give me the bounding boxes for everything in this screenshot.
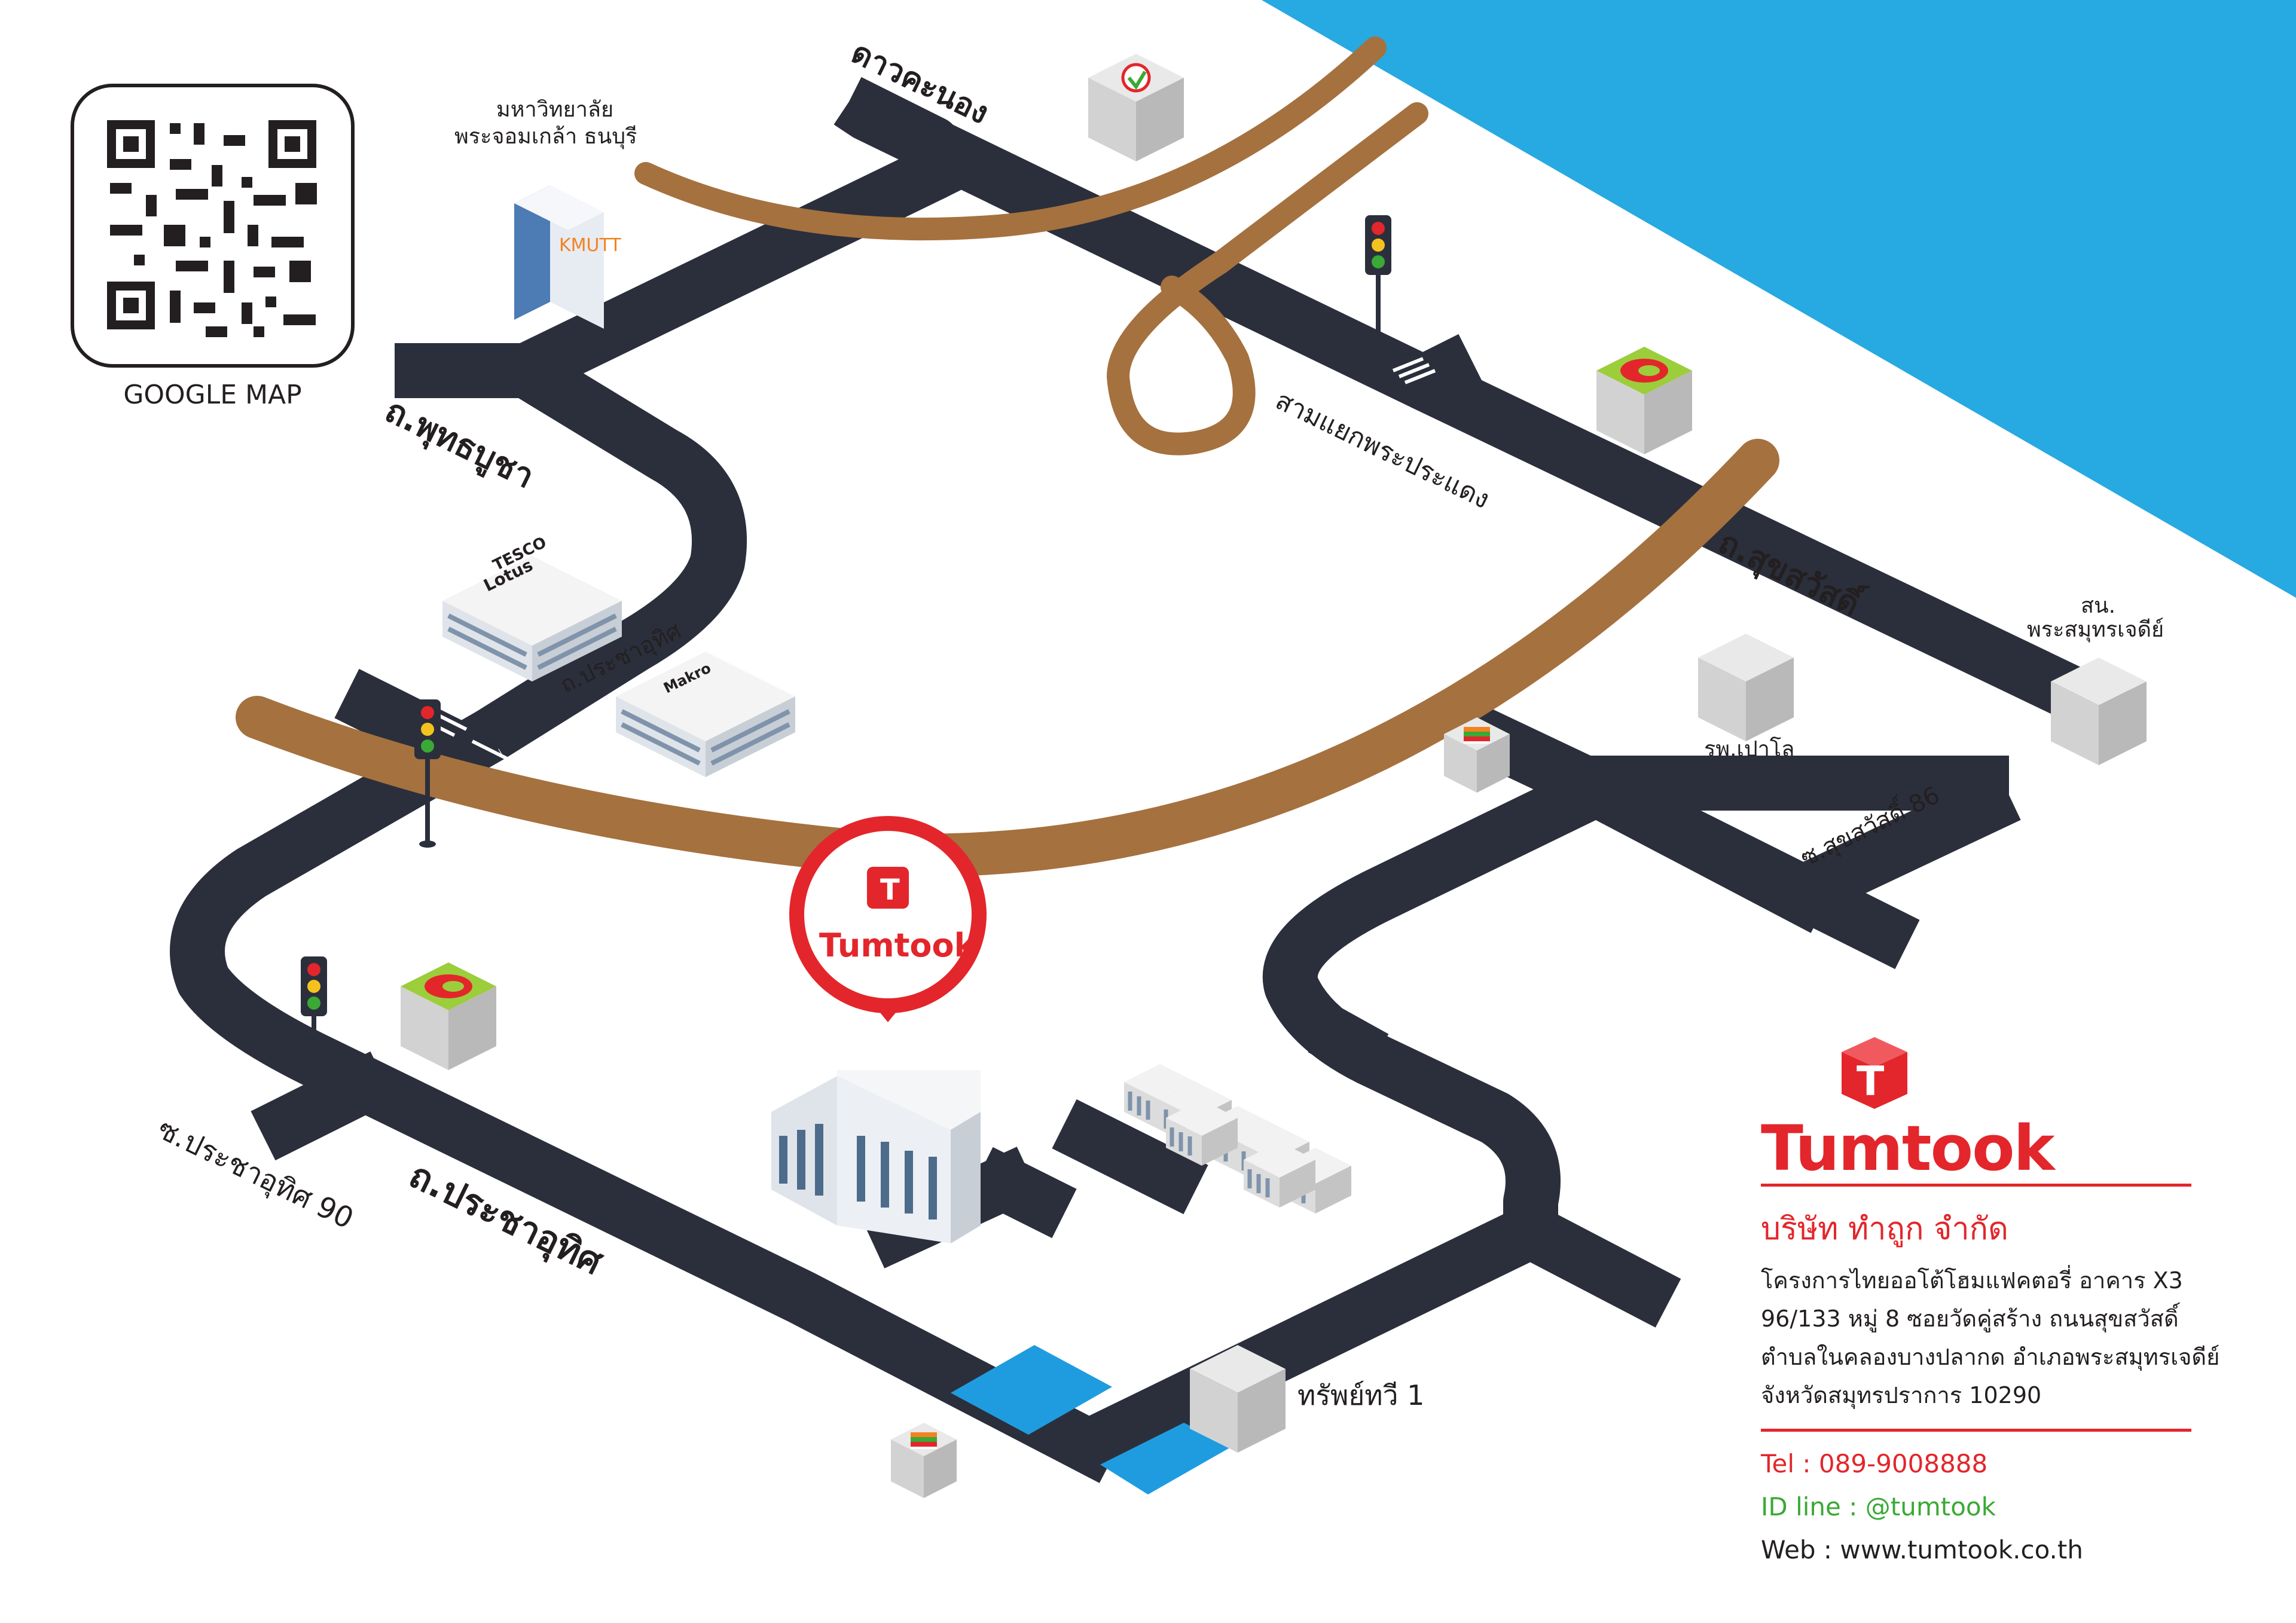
divider xyxy=(1761,1184,2191,1187)
brand-name: Tumtook xyxy=(1761,1112,2055,1185)
label-police-2: พระสมุทรเจดีย์ xyxy=(2027,618,2164,643)
kmutt-logo: KMUTT xyxy=(559,235,621,256)
divider xyxy=(1761,1429,2191,1432)
river xyxy=(1262,0,2296,598)
label-paolo: รพ.เปาโล xyxy=(1704,736,1794,762)
web-link[interactable]: Web : www.tumtook.co.th xyxy=(1761,1535,2083,1564)
pond xyxy=(1100,1423,1232,1494)
pond xyxy=(951,1345,1112,1435)
address-line: 96/133 หมู่ 8 ซอยวัดคู่สร้าง ถนนสุขสวัสด… xyxy=(1761,1306,2179,1332)
kmutt-building-icon: KMUTT xyxy=(514,185,621,329)
seven-eleven-icon xyxy=(891,1423,957,1498)
label-police-1: สน. xyxy=(2081,594,2115,618)
svg-text:T: T xyxy=(880,873,900,907)
brand-logo: T Tumtook xyxy=(1761,1028,2191,1185)
label-kmutt-2: พระจอมเกล้า ธนบุรี xyxy=(454,124,637,149)
label-sap-thawi: ทรัพย์ทวี 1 xyxy=(1297,1379,1424,1411)
paolo-hospital-building-icon xyxy=(1698,634,1794,741)
company-name: บริษัท ทำถูก จำกัด xyxy=(1761,1211,2008,1247)
pin-brand: Tumtook xyxy=(819,927,976,964)
big-c-icon xyxy=(401,962,496,1070)
qr-code-icon xyxy=(107,120,317,337)
address-line: จังหวัดสมุทรปราการ 10290 xyxy=(1761,1382,2042,1408)
factory-building-icon xyxy=(771,1070,981,1243)
label-kmutt-1: มหาวิทยาลัย xyxy=(496,97,613,122)
qr-code[interactable] xyxy=(71,84,355,368)
big-c-icon xyxy=(1596,347,1692,454)
company-info: T Tumtook บริษัท ทำถูก จำกัด โครงการไทยอ… xyxy=(1761,1028,2220,1572)
location-pin-icon: T Tumtook xyxy=(789,816,987,1022)
tel-link[interactable]: Tel : 089-9008888 xyxy=(1761,1449,1988,1478)
line-id-link[interactable]: ID line : @tumtook xyxy=(1761,1492,1996,1521)
label-phutthabucha: ถ.พุทธบูชา xyxy=(378,391,540,497)
qr-label: GOOGLE MAP xyxy=(123,380,302,410)
svg-text:T: T xyxy=(1857,1058,1885,1105)
tumtook-box-icon: T xyxy=(1842,1037,1907,1109)
address-line: โครงการไทยออโต้โฮมแฟคตอรี่ อาคาร X3 xyxy=(1761,1267,2183,1294)
address-line: ตำบลในคลองบางปลากด อำเภอพระสมุทรเจดีย์ xyxy=(1761,1344,2220,1370)
